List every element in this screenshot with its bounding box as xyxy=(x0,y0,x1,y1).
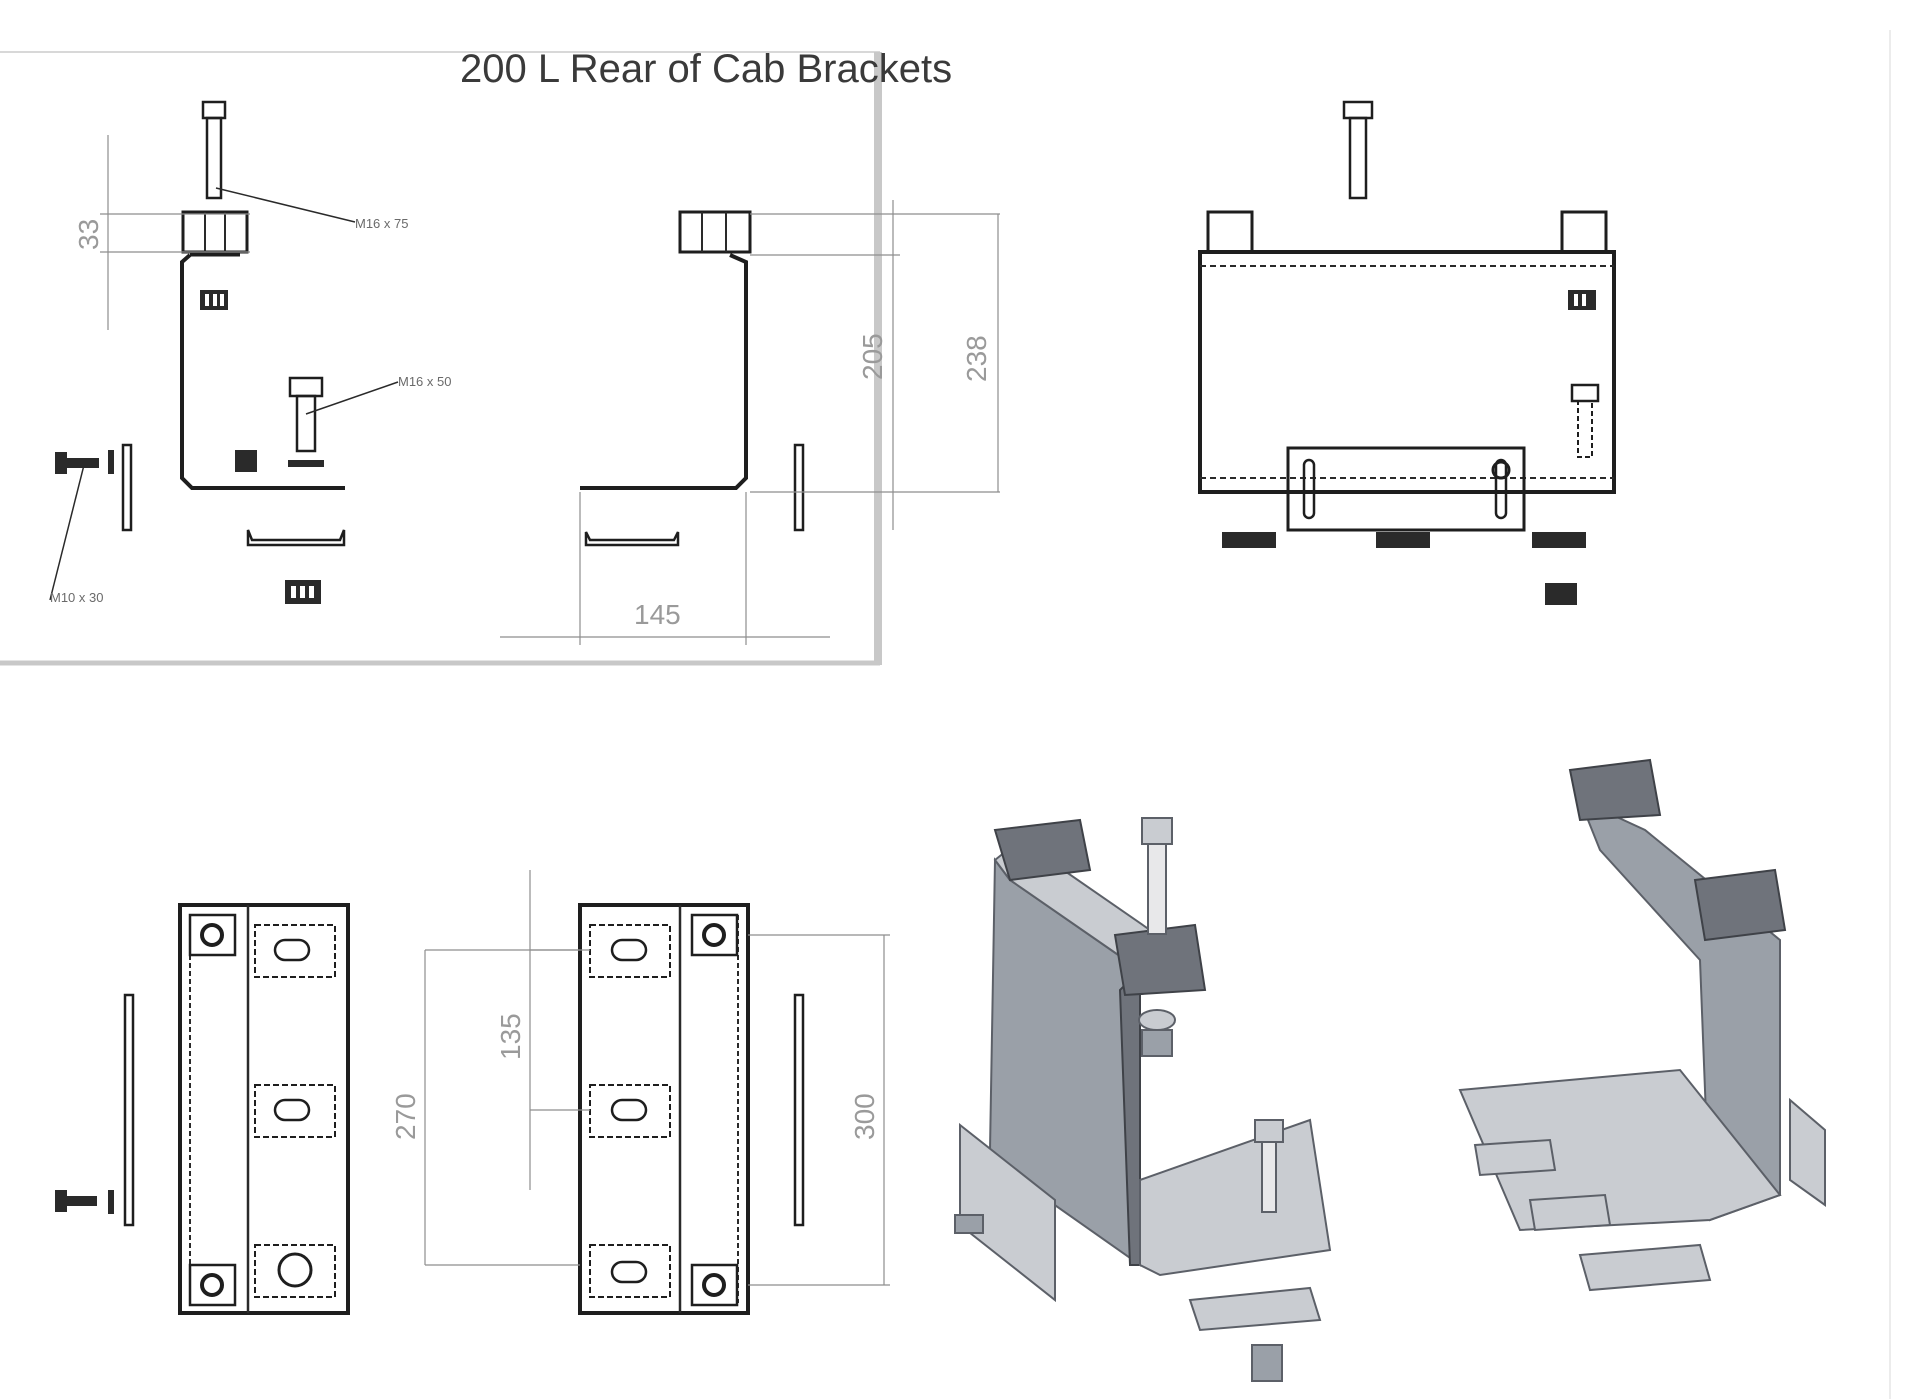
clamp-plate xyxy=(246,529,346,547)
clamp-plate xyxy=(1473,1138,1557,1177)
clamp-plate xyxy=(1376,532,1430,548)
dimension-205: 205 xyxy=(857,333,888,380)
dimension-33: 33 xyxy=(73,219,104,250)
top-view-left xyxy=(55,903,350,1315)
drawing-title: 200 L Rear of Cab Brackets xyxy=(460,47,952,91)
bolt-head xyxy=(1141,817,1173,845)
dimension-145: 145 xyxy=(634,599,681,630)
rubber-block xyxy=(1113,923,1207,997)
bolt-shank xyxy=(205,116,223,200)
side-view-right: 205 238 145 xyxy=(500,200,1000,645)
view-frame xyxy=(0,30,1891,1399)
dimension-135: 135 xyxy=(495,1013,526,1060)
bracket-base xyxy=(1139,1118,1332,1277)
rear-plate xyxy=(1286,446,1526,532)
bracket-top xyxy=(178,903,350,1315)
side-view-left: 33 M16 x 75 M16 x 50 M10 x 30 xyxy=(49,100,451,605)
bracket-front xyxy=(1198,250,1616,494)
bracket-base xyxy=(1458,1068,1782,1232)
bolt-head xyxy=(55,452,67,474)
isometric-view-right xyxy=(1458,758,1826,1292)
side-plate xyxy=(1789,1097,1826,1207)
bolt-head xyxy=(288,376,324,398)
side-plate xyxy=(123,993,135,1227)
bolt-shank xyxy=(295,394,317,453)
bracket-top xyxy=(578,903,750,1315)
rubber-block xyxy=(1560,210,1608,254)
dimension-300: 300 xyxy=(849,1093,880,1140)
side-plate xyxy=(793,993,805,1227)
clamp-plate xyxy=(1528,1193,1612,1232)
nut-icon xyxy=(235,450,257,472)
clamp-plate xyxy=(1532,532,1586,548)
callout-m10x30: M10 x 30 xyxy=(50,590,103,605)
nut-icon xyxy=(1251,1344,1283,1382)
rubber-block xyxy=(1568,758,1662,822)
clamp-plate xyxy=(584,531,680,547)
callout-m16x75: M16 x 75 xyxy=(355,216,408,231)
rubber-block xyxy=(678,210,752,254)
isometric-view-left xyxy=(954,817,1332,1382)
nut-icon xyxy=(1545,583,1577,605)
clamp-plate xyxy=(1222,532,1276,548)
side-plate xyxy=(121,443,133,532)
bracket-profile xyxy=(180,253,345,490)
clamp-plate xyxy=(1188,1286,1322,1332)
bolt-head xyxy=(201,100,227,120)
side-plate xyxy=(793,443,805,532)
bracket-profile xyxy=(580,253,748,490)
clamp-plate xyxy=(1578,1243,1712,1292)
rubber-block xyxy=(1693,868,1787,942)
rubber-block xyxy=(1206,210,1254,254)
rear-plate xyxy=(959,1122,1056,1303)
dimension-238: 238 xyxy=(961,335,992,382)
front-view xyxy=(1198,100,1616,605)
dimension-270: 270 xyxy=(390,1093,421,1140)
callout-m16x50: M16 x 50 xyxy=(398,374,451,389)
top-view-right: 135 270 300 xyxy=(390,870,890,1315)
rubber-block xyxy=(993,818,1092,882)
rubber-block xyxy=(181,210,249,254)
